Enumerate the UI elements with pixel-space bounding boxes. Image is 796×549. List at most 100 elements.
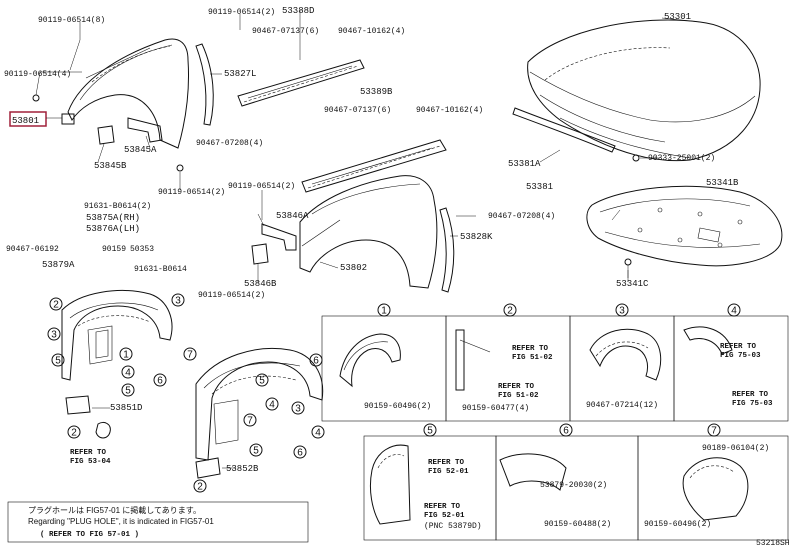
- callout-6[interactable]: 6: [153, 373, 167, 387]
- callout-4[interactable]: 4: [265, 397, 279, 411]
- ref-ref-75-03a-line2[interactable]: FIG 75-03: [720, 352, 761, 360]
- callout-3[interactable]: 3: [615, 303, 629, 317]
- label-p91631-b[interactable]: 91631-B0614(2): [84, 202, 151, 211]
- callout-5[interactable]: 5: [423, 423, 437, 437]
- callout-5[interactable]: 5: [51, 353, 65, 367]
- hood-panel[interactable]: [527, 19, 761, 162]
- fender-bracket-53846b[interactable]: [251, 243, 269, 265]
- label-p90467-07208-4a[interactable]: 90467-07208(4): [196, 139, 263, 148]
- label-p53846b[interactable]: 53846B: [244, 279, 277, 289]
- label-p90159-60477-4[interactable]: 90159-60477(4): [462, 404, 529, 413]
- label-p53845b[interactable]: 53845B: [94, 161, 127, 171]
- label-p53388d[interactable]: 53388D: [282, 6, 314, 16]
- ref-ref-51-02a-line2[interactable]: FIG 51-02: [512, 354, 553, 362]
- label-p50353[interactable]: 50353: [130, 245, 154, 254]
- label-p53389b[interactable]: 53389B: [360, 87, 393, 97]
- fender-bracket-53845a[interactable]: [127, 117, 163, 143]
- callout-5[interactable]: 5: [121, 383, 135, 397]
- fender-bracket-53845b[interactable]: [97, 125, 115, 145]
- label-p90119-mid[interactable]: 90119-06514(2): [158, 188, 225, 197]
- callout-4[interactable]: 4: [727, 303, 741, 317]
- label-p53845a[interactable]: 53845A: [124, 145, 157, 155]
- label-p53846a[interactable]: 53846A: [276, 211, 309, 221]
- fender-bracket-53846a[interactable]: [261, 223, 297, 251]
- ref-ref-75-03a-line1[interactable]: REFER TO: [720, 343, 757, 351]
- ref-ref-52-01b-line1[interactable]: REFER TO: [424, 503, 461, 511]
- label-p53801[interactable]: 53801: [12, 116, 39, 126]
- label-p90159-60496-2[interactable]: 90159-60496(2): [364, 402, 431, 411]
- callout-2[interactable]: 2: [49, 297, 63, 311]
- ref-ref-51-02a-line1[interactable]: REFER TO: [512, 345, 549, 353]
- label-p53301[interactable]: 53301: [664, 12, 691, 22]
- label-p53879-20030[interactable]: 53879-20030(2): [540, 481, 607, 490]
- label-p53381a[interactable]: 53381A: [508, 159, 541, 169]
- plug-53-04[interactable]: [95, 421, 111, 439]
- label-p90119-mid2[interactable]: 90119-06514(2): [228, 182, 295, 191]
- ref-ref-75-03b-line2[interactable]: FIG 75-03: [732, 400, 773, 408]
- label-fig-code[interactable]: 53218SH: [756, 539, 790, 548]
- ref-ref-52-01b-line2[interactable]: FIG 52-01: [424, 512, 465, 520]
- ref-ref-75-03b-line1[interactable]: REFER TO: [732, 391, 769, 399]
- label-p53852b[interactable]: 53852B: [226, 464, 259, 474]
- label-p53851d[interactable]: 53851D: [110, 403, 142, 413]
- label-p90119-bot[interactable]: 90119-06514(2): [198, 291, 265, 300]
- bolt-mid[interactable]: [176, 164, 184, 172]
- label-p90467-06192[interactable]: 90467-06192: [6, 245, 59, 254]
- callout-7[interactable]: 7: [243, 413, 257, 427]
- label-p90467-07208-4b[interactable]: 90467-07208(4): [488, 212, 555, 221]
- hood-seal[interactable]: [512, 107, 616, 153]
- front-fender-lh[interactable]: [299, 175, 438, 289]
- callout-6[interactable]: 6: [293, 445, 307, 459]
- liner-shield-53851d[interactable]: [65, 395, 91, 415]
- callout-2[interactable]: 2: [67, 425, 81, 439]
- callout-6[interactable]: 6: [559, 423, 573, 437]
- callout-6[interactable]: 6: [309, 353, 323, 367]
- ref-ref-53-04-line2[interactable]: FIG 53-04: [70, 458, 111, 466]
- fender-liner-assembly[interactable]: [61, 290, 173, 381]
- hood-insulator[interactable]: [586, 185, 783, 267]
- callout-5[interactable]: 5: [255, 373, 269, 387]
- label-p53827l[interactable]: 53827L: [224, 69, 256, 79]
- label-p91631-b0614[interactable]: 91631-B0614: [134, 265, 187, 274]
- label-p53341c[interactable]: 53341C: [616, 279, 649, 289]
- fender-liner-strip-lh[interactable]: [439, 207, 455, 293]
- bolt-left[interactable]: [32, 94, 40, 102]
- label-p90467-07137-6[interactable]: 90467-07137(6): [252, 27, 319, 36]
- label-p53341b[interactable]: 53341B: [706, 178, 739, 188]
- callout-4[interactable]: 4: [311, 425, 325, 439]
- label-p90159[interactable]: 90159: [102, 245, 126, 254]
- callout-2[interactable]: 2: [193, 479, 207, 493]
- ref-ref-52-01a-line2[interactable]: FIG 52-01: [428, 468, 469, 476]
- fender-liner-strip[interactable]: [195, 43, 214, 126]
- liner-shield-53852b[interactable]: [195, 457, 221, 479]
- label-p90159-60488-2[interactable]: 90159-60488(2): [544, 520, 611, 529]
- callout-4[interactable]: 4: [121, 365, 135, 379]
- label-p90119-top1[interactable]: 90119-06514(8): [38, 16, 105, 25]
- label-p90189-06104-2[interactable]: 90189-06104(2): [702, 444, 769, 453]
- label-p53828k[interactable]: 53828K: [460, 232, 493, 242]
- label-p53875a[interactable]: 53875A(RH): [86, 213, 140, 223]
- label-p53381[interactable]: 53381: [526, 182, 553, 192]
- callout-7[interactable]: 7: [707, 423, 721, 437]
- label-p53879a[interactable]: 53879A: [42, 260, 75, 270]
- label-p90159-60496-2b[interactable]: 90159-60496(2): [644, 520, 711, 529]
- callout-7[interactable]: 7: [183, 347, 197, 361]
- front-fender-rh[interactable]: [67, 38, 189, 149]
- inset-panel-4[interactable]: [673, 315, 789, 422]
- fender-bracket-front[interactable]: [61, 113, 75, 125]
- label-p53876a[interactable]: 53876A(LH): [86, 224, 140, 234]
- label-p90333[interactable]: 90333-25001(2): [648, 154, 715, 163]
- label-p90119-left[interactable]: 90119-06514(4): [4, 70, 71, 79]
- label-p53802[interactable]: 53802: [340, 263, 367, 273]
- label-p90467-07214-12[interactable]: 90467-07214(12): [586, 401, 658, 410]
- callout-1[interactable]: 1: [377, 303, 391, 317]
- ref-ref-51-02b-line1[interactable]: REFER TO: [498, 383, 535, 391]
- fender-molding-lower[interactable]: [301, 139, 447, 193]
- fender-liner-center[interactable]: [195, 348, 324, 461]
- label-p90119-top2[interactable]: 90119-06514(2): [208, 8, 275, 17]
- label-p90467-10162-4a[interactable]: 90467-10162(4): [338, 27, 405, 36]
- callout-3[interactable]: 3: [171, 293, 185, 307]
- ref-ref-53-04-line1[interactable]: REFER TO: [70, 449, 107, 457]
- callout-5[interactable]: 5: [249, 443, 263, 457]
- callout-1[interactable]: 1: [119, 347, 133, 361]
